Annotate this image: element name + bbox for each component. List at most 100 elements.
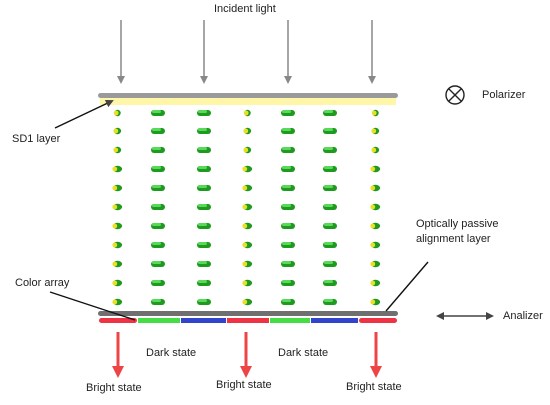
passive-layer-leader-line bbox=[385, 261, 429, 312]
lc-molecule-dot bbox=[112, 203, 123, 211]
lc-molecule-dot bbox=[243, 127, 252, 135]
lc-molecule-rod bbox=[281, 128, 295, 134]
lc-molecule-rod bbox=[197, 110, 211, 116]
lc-molecule-dot bbox=[242, 241, 253, 249]
lc-molecule-dot bbox=[370, 222, 381, 230]
lc-molecule-rod bbox=[323, 261, 337, 267]
lc-molecule-rod bbox=[197, 261, 211, 267]
polarizer-label: Polarizer bbox=[482, 89, 526, 101]
lc-molecule-rod bbox=[151, 204, 165, 210]
lc-molecule-rod bbox=[197, 204, 211, 210]
sd1-layer-label: SD1 layer bbox=[12, 133, 61, 145]
lc-molecule-dot bbox=[370, 203, 381, 211]
color-filter-red bbox=[227, 318, 269, 323]
incident-light-arrows bbox=[117, 20, 376, 84]
lc-molecule-rod bbox=[151, 299, 165, 305]
color-filter-green bbox=[270, 318, 310, 323]
lc-molecule-dot bbox=[112, 298, 123, 306]
lc-molecule-rod bbox=[323, 223, 337, 229]
lc-molecule-rod bbox=[323, 128, 337, 134]
lc-molecule-rod bbox=[151, 185, 165, 191]
color-filter-blue bbox=[311, 318, 358, 323]
sd1-leader-line bbox=[54, 99, 114, 129]
lc-molecule-rod bbox=[323, 204, 337, 210]
lc-molecule-rod bbox=[197, 223, 211, 229]
lc-molecule-rod bbox=[197, 280, 211, 286]
top-substrate bbox=[98, 93, 398, 98]
lc-molecule-rod bbox=[197, 299, 211, 305]
lc-molecule-rod bbox=[281, 299, 295, 305]
lc-molecule-dot bbox=[242, 260, 253, 268]
lc-molecule-dot bbox=[113, 127, 122, 135]
bright-state-label: Bright state bbox=[86, 382, 142, 394]
incident-light-label: Incident light bbox=[214, 3, 276, 15]
lc-molecule-rod bbox=[323, 166, 337, 172]
lc-molecule-dot bbox=[370, 260, 381, 268]
lc-molecule-rod bbox=[151, 147, 165, 153]
lc-molecule-dot bbox=[113, 109, 121, 117]
lc-molecule-dot bbox=[371, 127, 380, 135]
color-filter-red bbox=[359, 318, 397, 323]
color-array-leader-line bbox=[49, 291, 136, 321]
passive-layer-label-line2: alignment layer bbox=[416, 233, 491, 245]
lc-molecule-dot bbox=[242, 184, 253, 192]
lc-molecule-rod bbox=[281, 166, 295, 172]
lc-molecule-rod bbox=[197, 185, 211, 191]
lc-molecule-rod bbox=[323, 299, 337, 305]
lc-molecule-rod bbox=[323, 242, 337, 248]
bottom-substrate bbox=[98, 311, 398, 316]
lc-molecule-rod bbox=[197, 128, 211, 134]
analyzer-label: Analizer bbox=[503, 310, 543, 322]
lc-molecule-dot bbox=[113, 146, 122, 154]
bright-state-label: Bright state bbox=[346, 381, 402, 393]
lc-molecule-dot bbox=[242, 222, 253, 230]
lc-molecule-rod bbox=[281, 110, 295, 116]
lc-molecule-dot bbox=[112, 260, 123, 268]
lc-molecule-dot bbox=[370, 165, 381, 173]
lc-molecule-rod bbox=[151, 110, 165, 116]
dark-state-label: Dark state bbox=[278, 347, 329, 359]
lc-molecule-rod bbox=[197, 242, 211, 248]
lc-molecule-rod bbox=[323, 110, 337, 116]
lc-molecule-rod bbox=[281, 185, 295, 191]
lc-molecule-dot bbox=[243, 146, 252, 154]
dark-state-label: Dark state bbox=[146, 347, 197, 359]
lc-molecule-dot bbox=[371, 109, 379, 117]
lc-molecule-rod bbox=[281, 204, 295, 210]
lc-molecule-dot bbox=[370, 298, 381, 306]
lc-molecule-rod bbox=[151, 223, 165, 229]
lc-molecule-rod bbox=[323, 185, 337, 191]
lc-molecule-rod bbox=[197, 166, 211, 172]
lc-molecule-rod bbox=[151, 128, 165, 134]
lc-molecule-rod bbox=[197, 147, 211, 153]
color-array-label: Color array bbox=[15, 277, 70, 289]
passive-layer-label-line1: Optically passive bbox=[416, 218, 499, 230]
lc-molecule-dot bbox=[112, 241, 123, 249]
color-filter-array bbox=[99, 318, 397, 323]
lc-molecule-dot bbox=[370, 241, 381, 249]
lc-molecule-dot bbox=[112, 222, 123, 230]
lc-molecule-rod bbox=[281, 147, 295, 153]
circled-x-icon bbox=[445, 85, 465, 105]
lc-molecule-rod bbox=[151, 242, 165, 248]
lc-molecule-dot bbox=[370, 279, 381, 287]
color-filter-red bbox=[99, 318, 137, 323]
lc-molecule-rod bbox=[281, 261, 295, 267]
liquid-crystal-molecules bbox=[112, 109, 381, 306]
lc-molecule-dot bbox=[242, 203, 253, 211]
lc-molecule-rod bbox=[323, 147, 337, 153]
lc-molecule-rod bbox=[323, 280, 337, 286]
sd1-film bbox=[100, 98, 396, 105]
lc-molecule-rod bbox=[281, 242, 295, 248]
lc-molecule-rod bbox=[151, 261, 165, 267]
lc-molecule-dot bbox=[242, 279, 253, 287]
bright-state-label: Bright state bbox=[216, 379, 272, 391]
color-filter-green bbox=[138, 318, 180, 323]
lc-molecule-dot bbox=[242, 298, 253, 306]
lc-molecule-dot bbox=[242, 165, 253, 173]
lc-molecule-dot bbox=[243, 109, 251, 117]
lc-molecule-rod bbox=[151, 280, 165, 286]
lc-molecule-dot bbox=[370, 184, 381, 192]
